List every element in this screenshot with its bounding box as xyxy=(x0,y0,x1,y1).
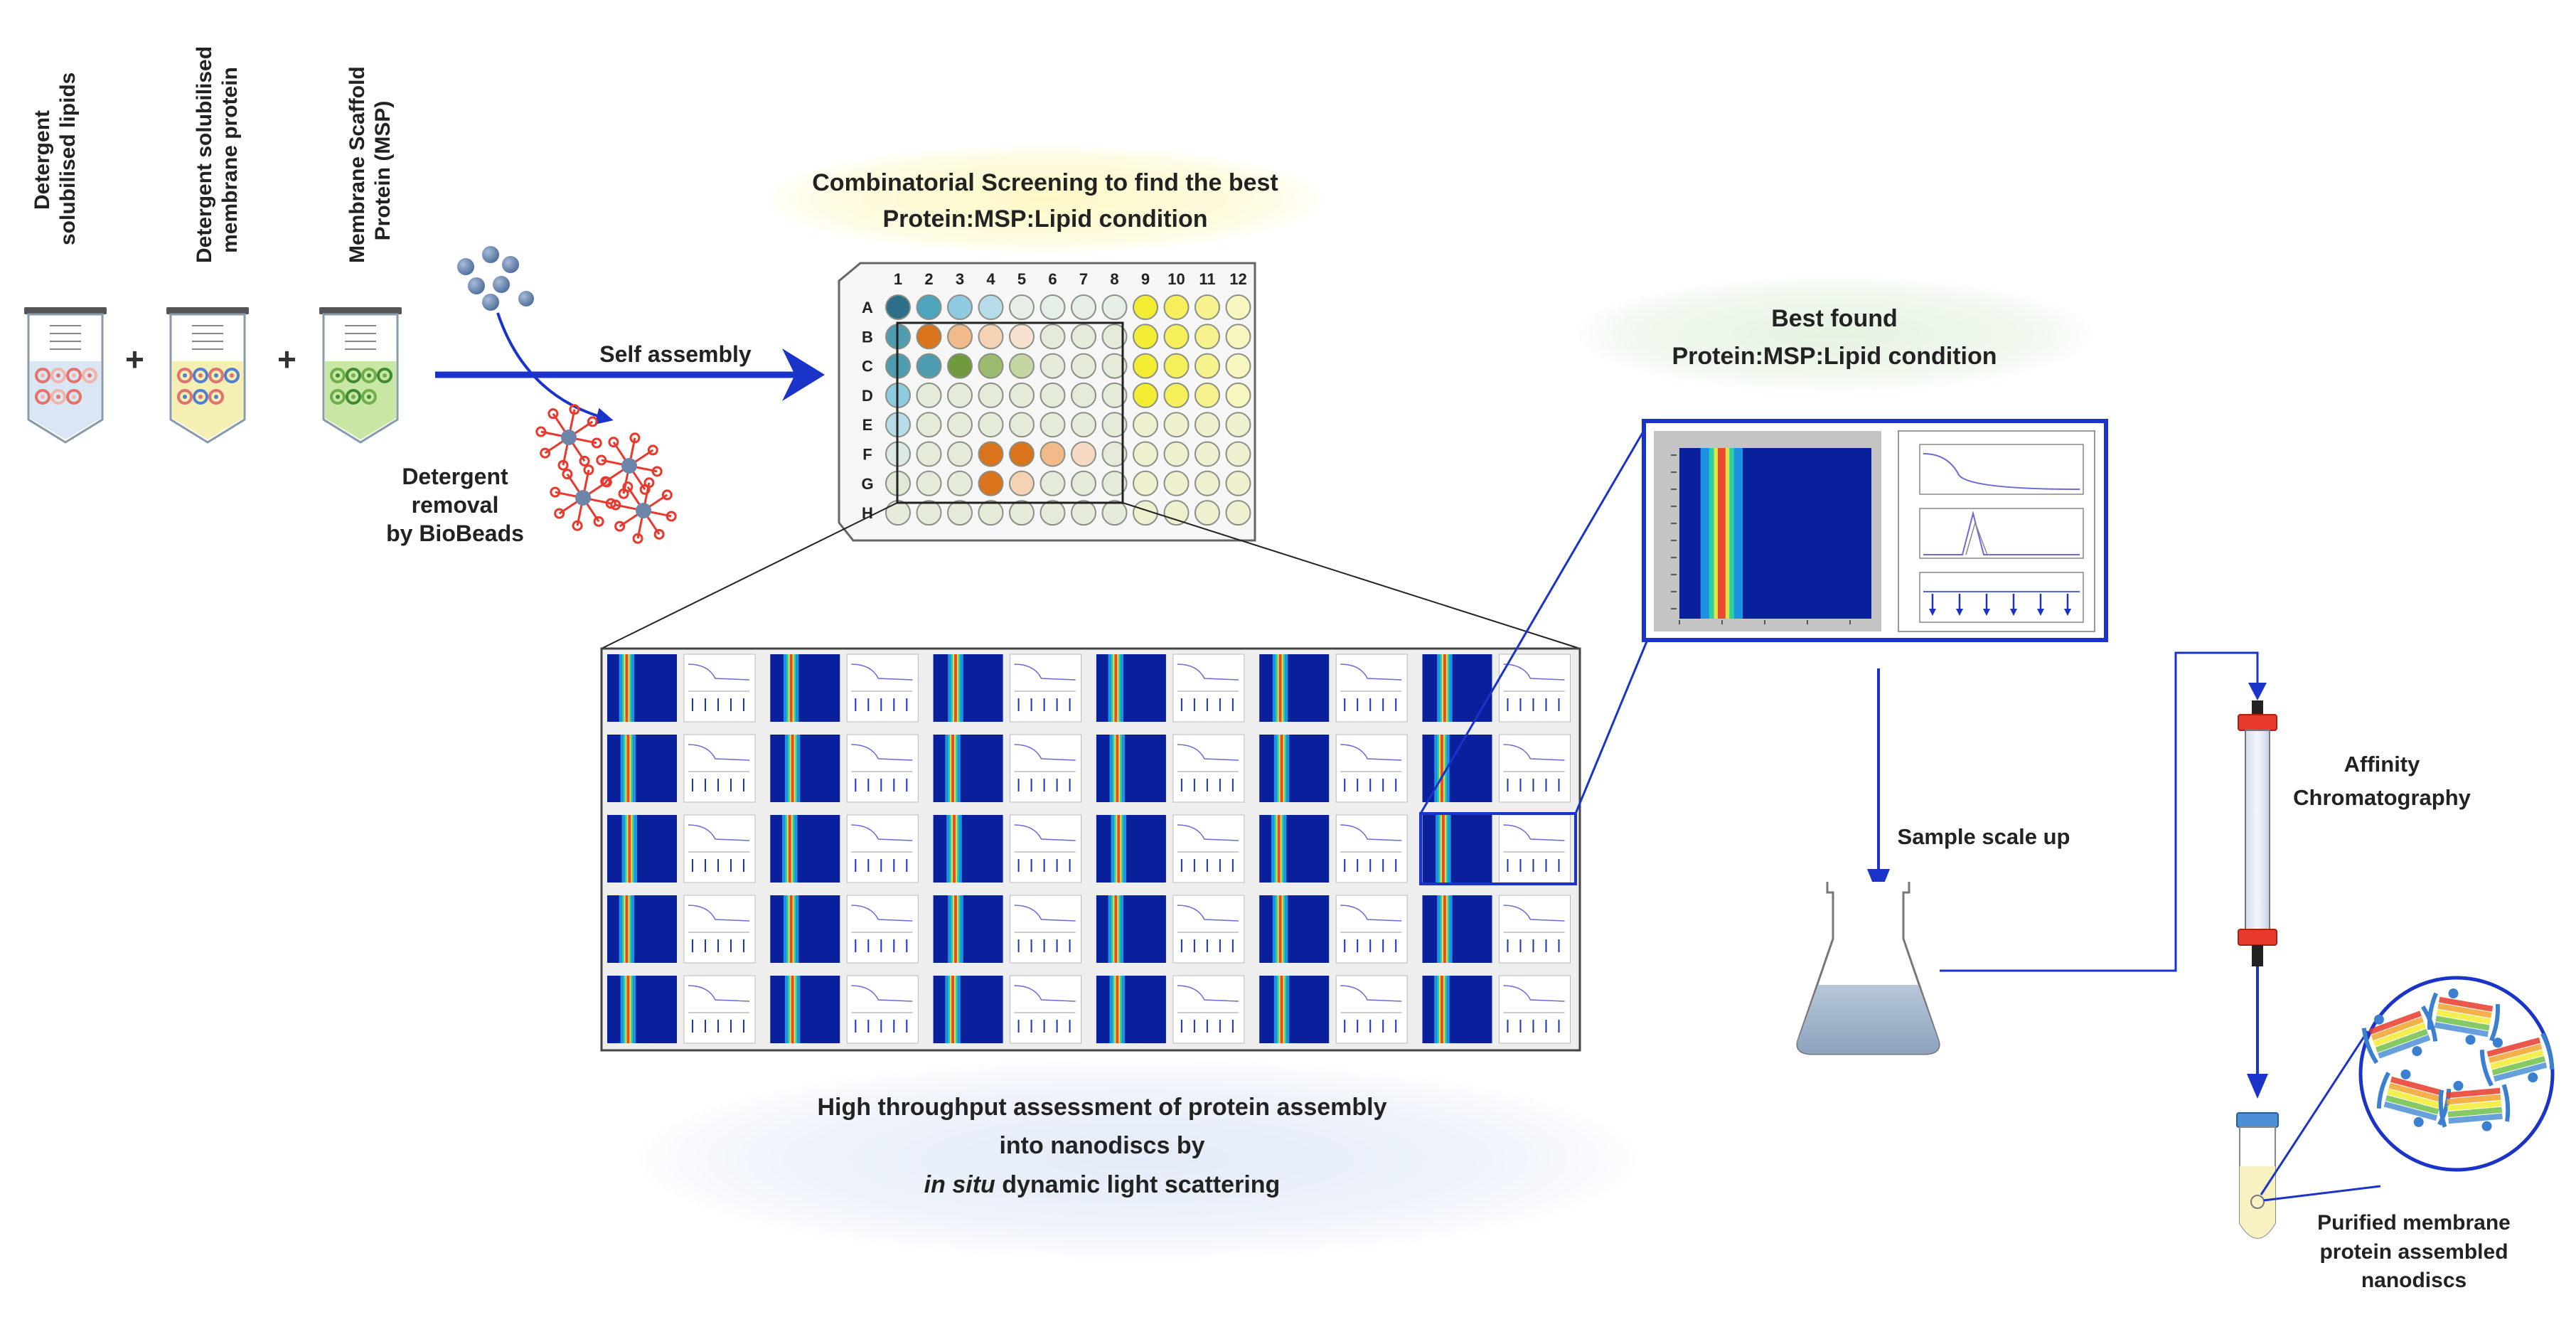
dls-thumbnail xyxy=(1096,814,1245,883)
plate-row-label: A xyxy=(862,299,873,316)
dls-thumbnail xyxy=(1096,895,1245,964)
nanodisc-icon xyxy=(2438,1080,2511,1131)
dls-thumbnail xyxy=(770,975,919,1044)
best-found-title: Best found Protein:MSP:Lipid condition xyxy=(1672,305,1997,370)
dls-thumbnail xyxy=(933,654,1082,723)
purified-sample-tube-icon xyxy=(2236,1112,2279,1239)
dls-thumbnail xyxy=(933,895,1082,964)
plate-row-label: E xyxy=(862,416,873,434)
detergent-removal-label: Detergent removal by BioBeads xyxy=(386,464,524,546)
dls-thumbnail xyxy=(1259,975,1408,1044)
best-found-glow xyxy=(1578,277,2090,391)
plate-row-label: B xyxy=(862,328,873,346)
biobeads-icon xyxy=(457,246,534,311)
dls-thumbnail xyxy=(1096,975,1245,1044)
screening-title: Combinatorial Screening to find the best… xyxy=(812,169,1278,233)
plate-row-label: D xyxy=(862,387,873,405)
dls-thumbnail xyxy=(607,654,756,723)
plate-column-label: 6 xyxy=(1048,270,1057,288)
plate-column-label: 1 xyxy=(894,270,902,288)
plus-sign-1: + xyxy=(125,341,144,378)
dls-thumbnail xyxy=(1096,734,1245,803)
dls-thumbnail xyxy=(1096,654,1245,723)
plate-column-label: 10 xyxy=(1167,270,1185,288)
dls-thumbnail xyxy=(1422,895,1571,964)
plate-row-label: G xyxy=(861,475,873,493)
dls-thumbnail xyxy=(933,734,1082,803)
msp-tube-icon xyxy=(319,307,402,444)
dls-thumbnail xyxy=(607,895,756,964)
dls-thumbnail xyxy=(1422,654,1571,723)
hts-caption: High throughput assessment of protein as… xyxy=(817,1094,1387,1198)
self-assembly-label: Self assembly xyxy=(599,341,752,367)
hts-caption-rest: dynamic light scattering xyxy=(995,1171,1281,1198)
plate-column-label: 12 xyxy=(1229,270,1246,288)
hts-caption-italic: in situ xyxy=(924,1171,995,1198)
plate-column-label: 8 xyxy=(1110,270,1118,288)
chromatography-column-icon xyxy=(2238,700,2277,966)
dls-thumbnail xyxy=(607,975,756,1044)
detergent-protein-tube-icon xyxy=(166,307,249,444)
flask-to-column-line xyxy=(1940,651,2259,972)
nanodisc-icon xyxy=(2376,1069,2452,1127)
hts-caption-glow xyxy=(640,1060,1635,1259)
plate-column-label: 2 xyxy=(924,270,933,288)
plate-column-label: 4 xyxy=(986,270,995,288)
dls-thumbnail xyxy=(770,654,919,723)
plate-column-label: 7 xyxy=(1079,270,1088,288)
scale-up-arrow xyxy=(1867,668,1890,897)
plate-column-label: 3 xyxy=(956,270,964,288)
dls-thumbnail xyxy=(607,814,756,883)
dls-thumbnail xyxy=(770,895,919,964)
plate-column-label: 11 xyxy=(1199,270,1215,288)
grid-highlight-box xyxy=(1419,812,1577,885)
best-found-panel xyxy=(1642,419,2108,642)
nanodisc-icon xyxy=(2361,1005,2438,1065)
dls-thumbnail xyxy=(770,734,919,803)
plate-column-label: 5 xyxy=(1017,270,1026,288)
dls-thumbnail xyxy=(1422,814,1571,883)
dls-thumbnail xyxy=(770,814,919,883)
dls-thumbnail xyxy=(1259,895,1408,964)
nanodisc-icon xyxy=(2479,1033,2555,1087)
plate-row-label: H xyxy=(862,504,873,522)
dls-thumbnail xyxy=(607,734,756,803)
plate-selection-box xyxy=(896,321,1124,504)
dls-thumbnail xyxy=(1422,975,1571,1044)
dls-thumbnail xyxy=(1259,734,1408,803)
dls-thumbnail xyxy=(933,814,1082,883)
nanodiscs-zoom-circle xyxy=(2358,976,2555,1172)
plate-column-label: 9 xyxy=(1141,270,1150,288)
detergent-micelles-icon xyxy=(535,404,677,544)
plate-row-label: C xyxy=(862,358,873,375)
dls-thumbnail xyxy=(1259,654,1408,723)
screening-title-glow xyxy=(768,146,1322,252)
nanodisc-icon xyxy=(2427,988,2501,1045)
self-assembly-arrow xyxy=(435,348,825,401)
detergent-lipids-tube-icon xyxy=(24,307,107,444)
dls-grid xyxy=(600,647,1581,1052)
purified-nanodiscs-label: Purified membrane protein assembled nano… xyxy=(2317,1211,2511,1292)
affinity-chromatography-label: Affinity Chromatography xyxy=(2293,752,2471,810)
beads-curved-arrow xyxy=(496,312,614,425)
sample-scale-up-label: Sample scale up xyxy=(1897,824,2070,849)
dls-thumbnail xyxy=(933,975,1082,1044)
plate-row-label: F xyxy=(862,446,872,464)
erlenmeyer-flask-icon xyxy=(1796,882,1940,1055)
dls-thumbnail xyxy=(1259,814,1408,883)
plus-sign-2: + xyxy=(277,341,296,378)
